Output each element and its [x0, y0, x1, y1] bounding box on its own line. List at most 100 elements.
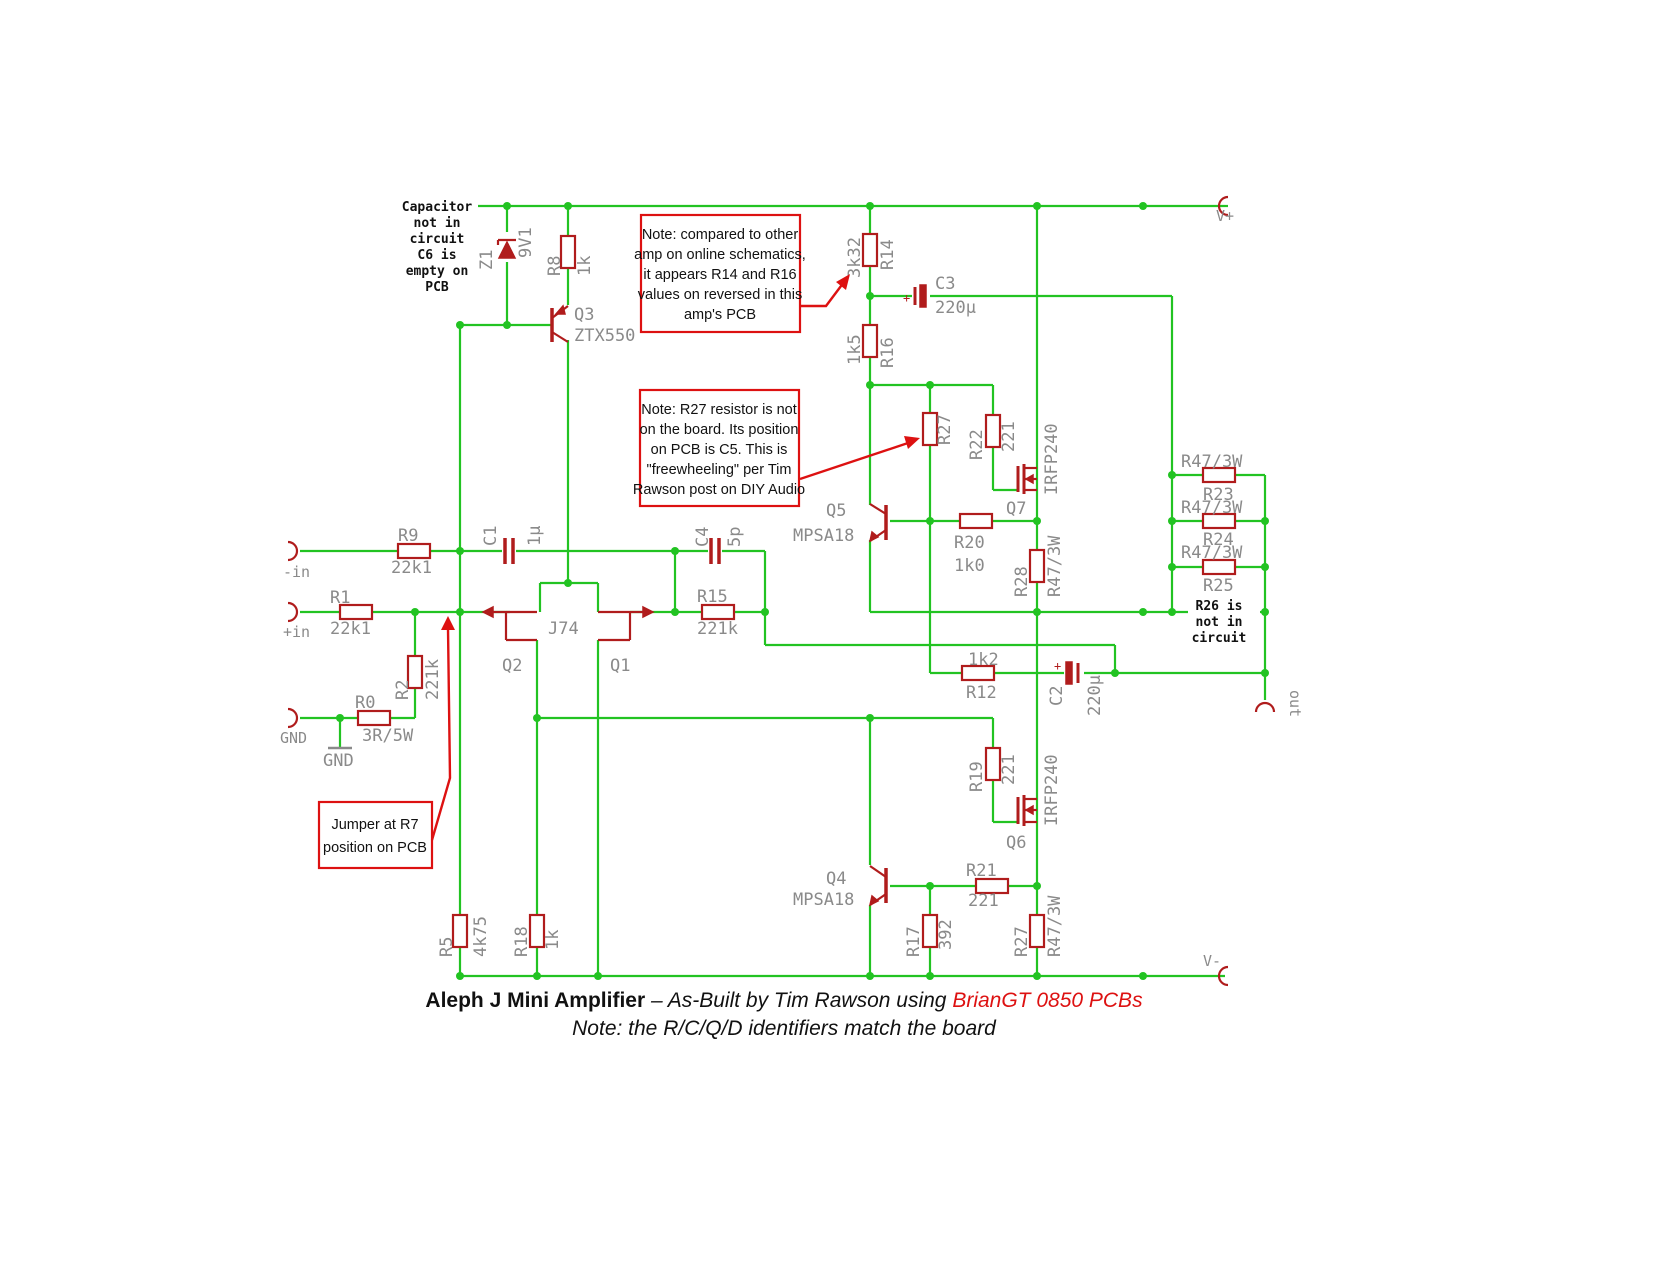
- caption-title: Aleph J Mini Amplifier – As-Built by Tim…: [425, 989, 1143, 1012]
- r24-value: R47/3W: [1181, 498, 1243, 518]
- ground-symbol: GND: [323, 746, 354, 771]
- note-c6-line5: empty on: [406, 264, 469, 279]
- resistor-r22: R22 221: [967, 413, 1019, 460]
- r1-label: R1: [330, 588, 350, 608]
- r25-value: R47/3W: [1181, 543, 1243, 563]
- r2-label: R2: [393, 680, 413, 700]
- resistor-r1: R1 22k1: [330, 588, 374, 639]
- r28-value: R47/3W: [1045, 535, 1065, 597]
- note-c6-line6: PCB: [425, 280, 449, 295]
- note-r26-line3: circuit: [1192, 631, 1247, 646]
- r14-label: R14: [878, 239, 898, 270]
- port-vplus: V+: [1216, 195, 1234, 225]
- r19-label: R19: [967, 761, 987, 792]
- svg-text:+: +: [1054, 659, 1061, 673]
- resistor-r27-lower: R27 R47/3W: [1012, 895, 1065, 957]
- resistor-r14: 3k32 R14: [845, 232, 898, 278]
- note-c6-line1: Capacitor: [402, 200, 473, 215]
- note-r26-line1: R26 is: [1196, 599, 1243, 614]
- c4-value: 5p: [725, 527, 745, 547]
- note-r14-line5: amp's PCB: [684, 307, 756, 323]
- r20-label: R20: [954, 533, 985, 553]
- wires: [300, 204, 1267, 978]
- r21-label: R21: [966, 861, 997, 881]
- port-vminus: V-: [1203, 952, 1229, 987]
- q2-label: Q2: [502, 656, 522, 676]
- q7-label: Q7: [1006, 499, 1026, 519]
- r9-value: 22k1: [391, 558, 432, 578]
- r5-label: R5: [437, 937, 457, 957]
- r18-label: R18: [512, 926, 532, 957]
- r28-label: R28: [1012, 566, 1032, 597]
- r16-label: R16: [878, 337, 898, 368]
- r2-value: 221k: [423, 659, 443, 700]
- q5-value: MPSA18: [793, 526, 854, 546]
- port-out: out: [1254, 690, 1304, 717]
- note-r26: R26 is not in circuit: [1188, 596, 1260, 648]
- note-c6-line2: not in: [414, 216, 461, 231]
- r19-value: 221: [999, 754, 1019, 785]
- note-r14-line1: Note: compared to other: [642, 227, 799, 243]
- out-label: out: [1286, 690, 1304, 717]
- capacitor-c3: + C3 220μ: [903, 274, 976, 318]
- resistor-r15: R15 221k: [697, 587, 738, 639]
- note-c6-line4: C6 is: [417, 248, 456, 263]
- r5-value: 4k75: [471, 916, 491, 957]
- vminus-label: V-: [1203, 952, 1221, 970]
- resistor-r0: R0 3R/5W: [355, 693, 414, 746]
- r15-value: 221k: [697, 619, 738, 639]
- resistor-r18: R18 1k: [512, 913, 563, 957]
- note-r14-line3: it appears R14 and R16: [643, 267, 796, 283]
- r25-label: R25: [1203, 576, 1234, 596]
- port-neg-in: -in: [283, 540, 310, 581]
- caption-title-bold: Aleph J Mini Amplifier: [425, 989, 645, 1012]
- r12-label: R12: [966, 683, 997, 703]
- q6-label: Q6: [1006, 833, 1026, 853]
- resistor-r5: R5 4k75: [437, 913, 491, 957]
- caption-title-red: BrianGT 0850 PCBs: [952, 989, 1143, 1012]
- junctions: [336, 202, 1269, 980]
- r9-label: R9: [398, 526, 418, 546]
- svg-text:+: +: [903, 291, 910, 305]
- transistor-q3: Q3 ZTX550: [550, 304, 635, 346]
- note-r27: Note: R27 resistor is not on the board. …: [633, 388, 920, 508]
- port-pos-in: +in: [283, 601, 310, 641]
- r0-value: 3R/5W: [362, 726, 414, 746]
- caption: Aleph J Mini Amplifier – As-Built by Tim…: [425, 989, 1143, 1040]
- resistor-r12: 1k2 R12: [960, 650, 999, 703]
- resistor-r17: R17 392: [904, 913, 956, 957]
- note-c6-line3: circuit: [410, 232, 465, 247]
- resistor-r23: R47/3W R23: [1181, 452, 1243, 505]
- note-r7: Jumper at R7 position on PCB: [317, 616, 455, 870]
- resistor-r16: 1k5 R16: [845, 323, 898, 368]
- note-c6: Capacitor not in circuit C6 is empty on …: [396, 197, 478, 295]
- r1-value: 22k1: [330, 619, 371, 639]
- r12-value: 1k2: [968, 650, 999, 670]
- j74-label: J74: [548, 619, 579, 639]
- r8-label: R8: [545, 256, 565, 276]
- resistor-r2: R2 221k: [393, 654, 443, 700]
- r23-label: R23: [1203, 485, 1234, 505]
- port-gnd: GND: [280, 707, 307, 747]
- c1-label: C1: [481, 526, 501, 546]
- note-r27-line3: on PCB is C5. This is: [651, 442, 788, 458]
- q3-label: Q3: [574, 305, 594, 325]
- r27-upper-label: R27: [935, 414, 955, 445]
- note-r7-line2: position on PCB: [323, 840, 427, 856]
- r15-label: R15: [697, 587, 728, 607]
- note-r14-line2: amp on online schematics,: [634, 247, 806, 263]
- q7-type: IRFP240: [1042, 423, 1062, 495]
- resistor-r9: R9 22k1: [391, 526, 432, 578]
- r27-lower-value: R47/3W: [1045, 895, 1065, 957]
- note-r27-line2: on the board. Its position: [640, 422, 799, 438]
- caption-subtitle: Note: the R/C/Q/D identifiers match the …: [572, 1017, 997, 1040]
- gnd-symbol-label: GND: [323, 751, 354, 771]
- r20-value: 1k0: [954, 556, 985, 576]
- resistor-r25: R47/3W R25: [1181, 543, 1243, 596]
- q4-label: Q4: [826, 869, 846, 889]
- gnd-port-label: GND: [280, 729, 307, 747]
- c2-label: C2: [1047, 686, 1067, 706]
- c1-value: 1μ: [525, 526, 545, 546]
- resistor-r20: R20 1k0: [954, 512, 994, 576]
